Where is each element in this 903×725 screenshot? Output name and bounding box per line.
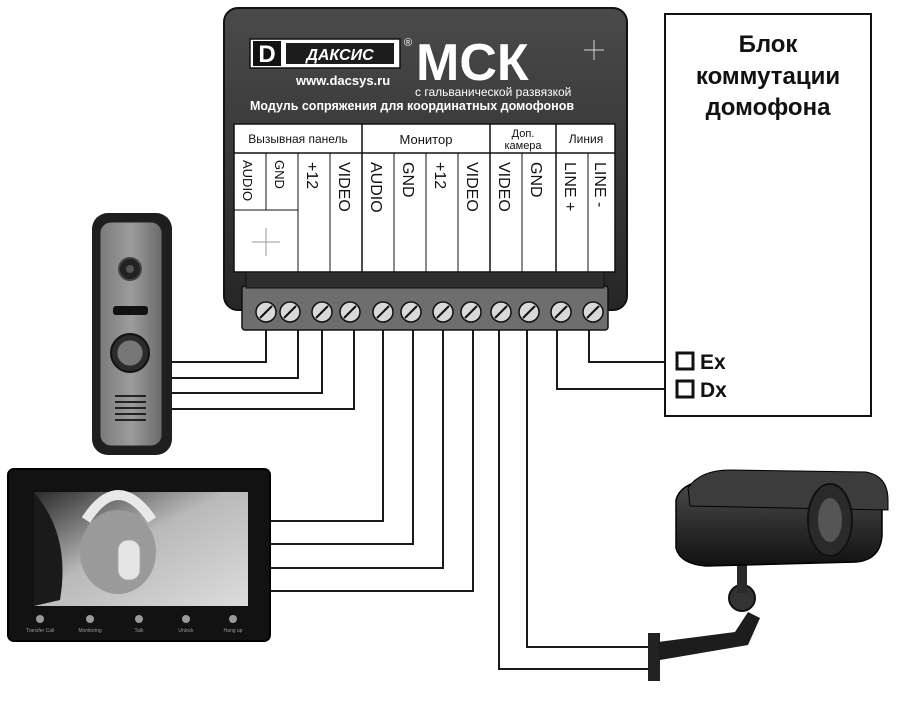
monitor-button-row: Transfer Call Monitoring Talk Unlock Hang up: [26, 615, 243, 634]
pin-label: GND: [527, 162, 544, 198]
pin-label: AUDIO: [240, 160, 255, 201]
terminal-screw-icon: [582, 301, 604, 323]
switch-block-title-3: домофона: [706, 94, 832, 121]
switch-block-title-2: коммутации: [696, 63, 840, 90]
monitor-screen-image: [34, 490, 157, 606]
monitor-button[interactable]: Hang up: [224, 615, 243, 634]
monitor-button-label: Talk: [135, 628, 144, 634]
monitor-button-icon: [36, 615, 44, 623]
call-panel-device: [92, 213, 172, 455]
pin-label: VIDEO: [463, 162, 480, 212]
monitor-button[interactable]: Talk: [135, 615, 144, 634]
terminal-screw-icon: [460, 301, 482, 323]
monitor-button-icon: [229, 615, 237, 623]
terminal-screw-icon: [279, 301, 301, 323]
monitor-button-icon: [182, 615, 190, 623]
pin-labels: AUDIO GND +12 VIDEO AUDIO GND +12 VIDEO VIDEO GND…: [240, 160, 608, 213]
group-call-panel-label: Вызывная панель: [248, 132, 348, 146]
terminal-screws: [255, 301, 604, 323]
group-line-label: Линия: [569, 132, 603, 146]
camera-sunshield: [687, 469, 889, 511]
monitor-button[interactable]: Unlock: [178, 615, 194, 634]
terminal-block-top: [245, 271, 605, 289]
monitor-button[interactable]: Transfer Call: [26, 615, 54, 634]
monitor-button-icon: [86, 615, 94, 623]
wire-line-plus: [556, 325, 682, 390]
website-text: www.dacsys.ru: [295, 73, 390, 88]
group-camera-label-2: камера: [504, 140, 542, 152]
terminal-screw-icon: [339, 301, 361, 323]
module-subtitle: с гальванической развязкой: [415, 85, 571, 99]
wire-panel-gnd: [160, 325, 299, 379]
video-monitor-device: Transfer Call Monitoring Talk Unlock Hang up: [7, 468, 271, 642]
terminal-screw-icon: [400, 301, 422, 323]
wire-line-minus: [588, 325, 682, 363]
brand-logo-mark-bg: [253, 41, 281, 66]
camera-bracket-base: [648, 633, 660, 681]
monitor-button-label: Unlock: [178, 628, 194, 634]
terminal-screw-icon: [490, 301, 512, 323]
wire-monitor-gnd: [268, 325, 414, 545]
pin-label: GND: [272, 160, 287, 189]
terminal-screw-icon: [311, 301, 333, 323]
switch-block-frame: [664, 13, 872, 417]
monitor-button-label: Monitoring: [78, 628, 102, 634]
pin-label: +12: [431, 162, 448, 189]
pin-label: AUDIO: [367, 162, 384, 213]
pin-label: GND: [399, 162, 416, 198]
call-panel-speaker-slot: [113, 306, 148, 315]
terminal-screw-icon: [255, 301, 277, 323]
wire-camera-video: [498, 325, 655, 670]
crosshair-icon: [252, 228, 280, 256]
wires: [160, 325, 682, 670]
pin-label: LINE +: [561, 162, 578, 211]
terminal-screw-icon: [550, 301, 572, 323]
terminal-screw-icon: [372, 301, 394, 323]
mck-module: D ДАКСИС ® www.dacsys.ru МСК с гальванич…: [223, 7, 628, 331]
terminal-ex-square: [675, 351, 695, 371]
model-title: МСК: [416, 34, 529, 92]
call-panel-grille-icon: [115, 395, 146, 421]
crosshair-icon: [584, 40, 604, 60]
brand-name: ДАКСИС: [304, 47, 374, 64]
camera-bracket-arm: [658, 612, 760, 660]
pin-label-panel: Вызывная панель Монитор Доп. камера Лини…: [233, 123, 616, 273]
cctv-camera-device: [648, 469, 889, 681]
wire-panel-12v: [160, 325, 323, 394]
monitor-button[interactable]: Monitoring: [78, 615, 102, 634]
pin-label: VIDEO: [495, 162, 512, 212]
terminal-screw-icon: [432, 301, 454, 323]
wire-monitor-audio: [268, 325, 384, 522]
intercom-switch-block: Блок коммутации домофона Ex Dx: [664, 13, 872, 417]
wire-monitor-12v: [268, 325, 444, 569]
wire-monitor-video: [268, 325, 474, 592]
monitor-button-icon: [135, 615, 143, 623]
brand-logo-mark: D: [258, 41, 275, 68]
pin-label: VIDEO: [335, 162, 352, 212]
wire-panel-video: [160, 325, 355, 410]
monitor-button-label: Transfer Call: [26, 628, 54, 634]
terminal-ex-label: Ex: [700, 351, 726, 374]
brand-name-bg: [286, 43, 394, 64]
pin-label: +12: [303, 162, 320, 189]
group-camera-label-1: Доп.: [512, 128, 535, 140]
terminal-screw-icon: [518, 301, 540, 323]
monitor-button-label: Hang up: [224, 628, 243, 634]
terminal-dx-label: Dx: [700, 379, 727, 402]
wire-camera-gnd: [526, 325, 655, 648]
group-monitor-label: Монитор: [400, 132, 453, 147]
switch-block-title-1: Блок: [739, 31, 799, 58]
terminal-dx-square: [675, 379, 695, 399]
module-description: Модуль сопряжения для координатных домоф…: [250, 99, 574, 113]
wire-panel-audio: [160, 325, 267, 363]
registered-mark: ®: [404, 37, 412, 49]
pin-label: LINE -: [591, 162, 608, 207]
